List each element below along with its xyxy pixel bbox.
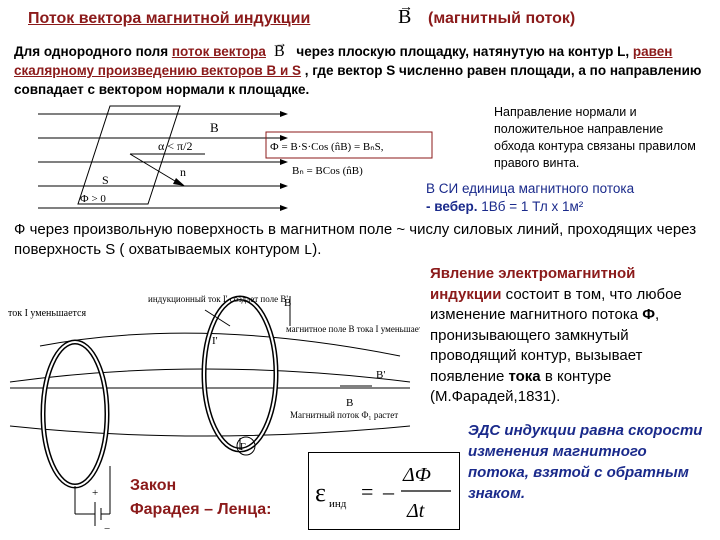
- vector-b-letter: B: [398, 6, 412, 28]
- induction-title: Явление электромагнитной индукции: [430, 265, 636, 303]
- flux-lines-paragraph: Ф через произвольную поверхность в магни…: [14, 220, 714, 261]
- contour-l: L: [303, 243, 313, 259]
- induction-phi: Ф: [642, 306, 656, 323]
- formula-eq: =: [361, 479, 373, 504]
- law-line-1: Закон: [130, 477, 177, 494]
- induction-text-2: , пронизывающего замкнутый проводящий ко…: [430, 306, 660, 385]
- diagram2-b2: B': [376, 369, 385, 381]
- def-vector-b: →B: [273, 36, 287, 61]
- flux-plane-diagram: B α < π/2 n S Ф > 0 Ф = B·S·Cos (n̂B) = …: [38, 105, 433, 211]
- diagram2-g: Г: [240, 442, 246, 453]
- induction-text-3: в контуре (М.Фарадей,1831).: [430, 367, 612, 406]
- page-subtitle: (магнитный поток): [428, 10, 576, 27]
- law-line-2: Фарадея – Ленца:: [130, 501, 272, 518]
- right-screw-note: Направление нормали и положительное напр…: [494, 105, 696, 170]
- si-equation: 1Вб = 1 Тл х 1м²: [477, 199, 584, 214]
- vector-arrow: →: [399, 0, 413, 15]
- def-link-flux: поток вектора: [171, 44, 266, 59]
- diagram1-label-alpha: α < π/2: [158, 139, 192, 153]
- si-weber: - вебер.: [426, 199, 478, 214]
- diagram1-formula-2: Bₙ = BCos (n̂B): [292, 165, 363, 177]
- page-title: Поток вектора магнитной индукции: [28, 10, 311, 27]
- formula-num: ΔФ: [402, 464, 431, 486]
- emf-statement: ЭДС индукции равна скорости изменения ма…: [468, 422, 703, 502]
- faraday-formula: ε инд = – ΔФ Δt: [308, 452, 460, 530]
- diagram1-label-n: n: [180, 165, 186, 179]
- vector-b-symbol: → B: [398, 0, 413, 29]
- formula-highlight-box: [265, 131, 433, 159]
- si-line-1: В СИ единица магнитного потока: [426, 181, 635, 196]
- formula-den: Δt: [406, 500, 425, 522]
- diagram2-induced: индукционный ток I' создает поле B': [148, 294, 288, 304]
- diagram2-current-dec: ток I уменьшается: [8, 308, 86, 319]
- formula-minus: –: [382, 479, 395, 504]
- diagram2-b3: B: [346, 397, 353, 409]
- induction-text-1: состоит в том, что любое изменение магни…: [430, 285, 682, 324]
- diagram2-minus: −: [104, 523, 110, 535]
- si-unit-text: В СИ единица магнитного потока - вебер. …: [426, 180, 716, 216]
- def-text-5: , где вектор S численно равен площади, а…: [14, 63, 702, 97]
- diagram2-plus: +: [92, 487, 98, 499]
- formula-eps: ε: [315, 478, 326, 507]
- diagram1-label-b: B: [210, 120, 219, 135]
- induction-tok: тока: [508, 367, 541, 385]
- flux-lines-text: Ф через произвольную поверхность в магни…: [14, 221, 697, 258]
- formula-sub: инд: [329, 498, 347, 510]
- definition-paragraph: Для однородного поля поток вектора →B чер…: [14, 36, 714, 99]
- flux-lines-end: ).: [312, 241, 322, 258]
- diagram1-formula-1: Ф = B·S·Cos (n̂B) = BₙS,: [270, 141, 384, 153]
- def-scalar-product: равен скалярному произведению векторов B…: [14, 44, 673, 78]
- def-text-3: через плоскую площадку, натянутую на кон…: [292, 44, 633, 59]
- diagram2-field: магнитное поле B тока I уменьшается: [286, 324, 420, 334]
- diagram2-i: I': [212, 335, 218, 347]
- def-vector-arrow: →: [274, 36, 287, 50]
- diagram1-label-phi: Ф > 0: [80, 193, 106, 205]
- diagram2-b1: B: [284, 297, 291, 309]
- induction-paragraph: Явление электромагнитной индукции состои…: [430, 264, 710, 408]
- diagram1-label-s: S: [102, 173, 109, 187]
- formula-svg: ε инд = – ΔФ Δt: [315, 464, 451, 522]
- induction-coils-diagram: ток I уменьшается индукционный ток I' со…: [8, 294, 420, 535]
- def-text-1: Для однородного поля: [14, 44, 172, 59]
- def-vector-letter: B: [273, 43, 285, 60]
- faraday-lenz-law: Закон Фарадея – Ленца:: [130, 474, 271, 522]
- diagram2-flux: Магнитный поток Ф₁ растет: [290, 410, 398, 420]
